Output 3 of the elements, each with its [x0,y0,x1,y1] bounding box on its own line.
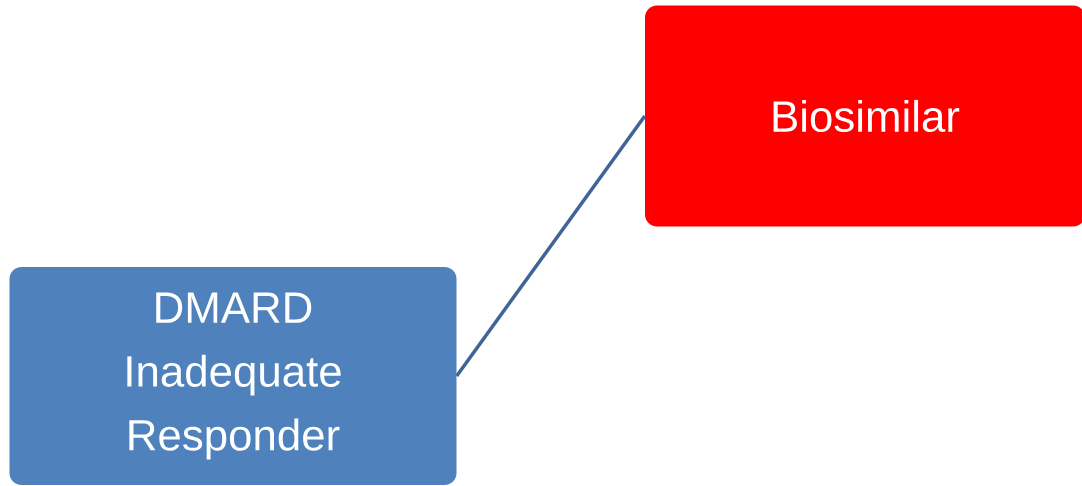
process-box: Biosimilar [645,5,1082,227]
process-box: DMARD Inadequate Responder [9,267,457,485]
connector-line [455,114,647,377]
